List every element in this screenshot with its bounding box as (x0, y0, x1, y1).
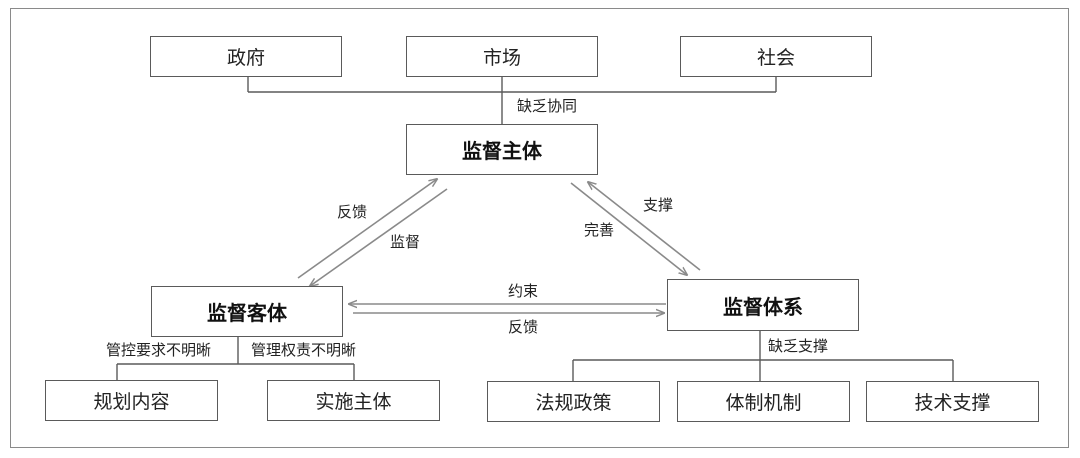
system-tree-connector (572, 331, 954, 381)
label-management-unclear: 管理权责不明晰 (251, 341, 357, 359)
arrow-support-to-subject (588, 182, 701, 271)
label-control-unclear: 管控要求不明晰 (106, 341, 212, 359)
object-tree-connector (116, 337, 355, 380)
arrow-feedback-to-subject (297, 179, 437, 279)
node-market: 市场 (406, 36, 598, 77)
label-improve: 完善 (584, 221, 615, 239)
label-support: 支撑 (643, 196, 674, 214)
top-connector (247, 77, 777, 124)
arrow-supervise-to-object (310, 188, 448, 286)
node-implementing-subject: 实施主体 (267, 380, 440, 421)
label-supervise: 监督 (390, 233, 421, 251)
node-technical-support: 技术支撑 (866, 381, 1039, 422)
node-supervision-system: 监督体系 (667, 279, 859, 331)
node-society: 社会 (680, 36, 872, 77)
node-supervision-subject: 监督主体 (406, 124, 598, 175)
label-lack-coordination: 缺乏协同 (517, 97, 578, 115)
node-government: 政府 (150, 36, 342, 77)
label-lack-support: 缺乏支撑 (768, 337, 829, 355)
diagram-frame (10, 8, 1069, 448)
node-laws-policies: 法规政策 (487, 381, 660, 422)
label-feedback-bottom: 反馈 (508, 318, 539, 336)
label-feedback-left: 反馈 (337, 203, 368, 221)
node-supervision-object: 监督客体 (151, 286, 343, 337)
node-institutional-mechanism: 体制机制 (677, 381, 850, 422)
label-constraint: 约束 (508, 282, 539, 300)
node-planning-content: 规划内容 (45, 380, 218, 421)
arrow-improve-to-system (570, 182, 687, 275)
